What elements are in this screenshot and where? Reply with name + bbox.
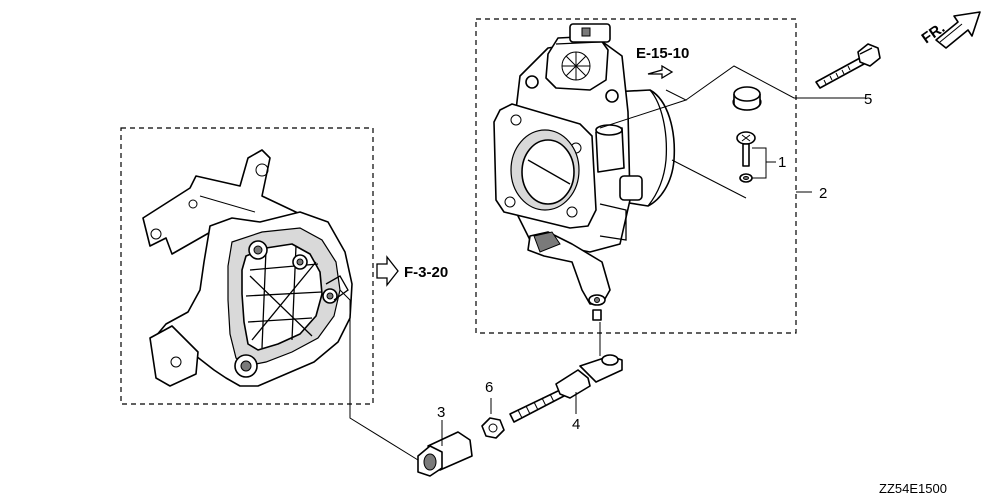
throttle-body-group-box [475, 18, 797, 334]
callout-1: 1 [778, 154, 786, 171]
callout-2: 2 [819, 185, 827, 202]
throttle-body [493, 23, 676, 321]
throttle-plug [732, 86, 762, 111]
part-1-screw-washer [736, 131, 776, 183]
throttle-bracket-assembly [142, 149, 353, 387]
part-6-nut [481, 398, 505, 439]
callout-4: 4 [572, 416, 580, 433]
e-ref-callout: E-15-10 [599, 45, 866, 129]
front-arrow: FR. [919, 11, 981, 49]
part-3-rod-end [417, 420, 473, 477]
leader-body-to-1 [671, 159, 747, 199]
f-ref-callout: F-3-20 [376, 255, 448, 287]
part-5-bolt [815, 43, 881, 89]
f-ref-label: F-3-20 [404, 264, 448, 281]
leader-bracket-to-3 [339, 289, 419, 461]
callout-6: 6 [485, 379, 493, 396]
e-ref-label: E-15-10 [636, 45, 689, 62]
part-4-rod [509, 322, 623, 423]
callout-3: 3 [437, 404, 445, 421]
callout-5: 5 [864, 91, 872, 108]
bracket-group-box [120, 127, 374, 405]
drawing-code: ZZ54E1500 [879, 481, 947, 496]
